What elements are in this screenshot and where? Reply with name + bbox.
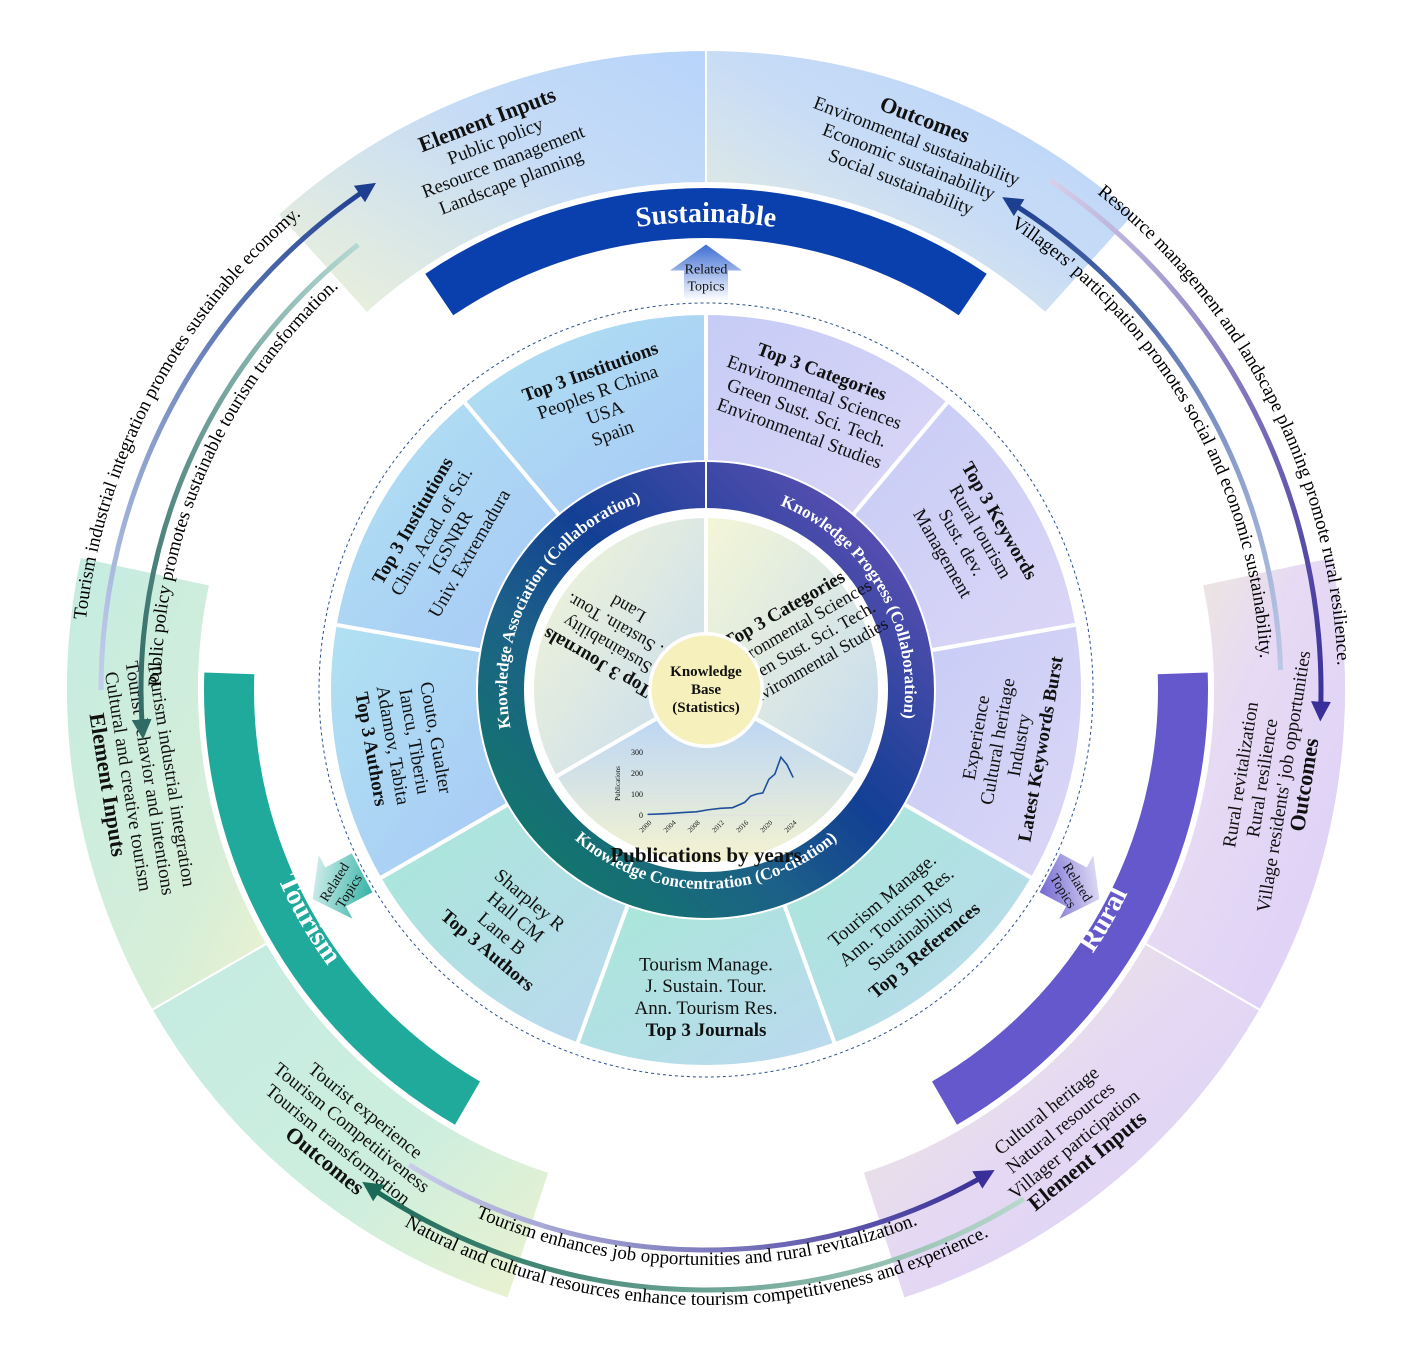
relation-arrow [131, 242, 360, 740]
relation-text: Tourism industrial integration promotes … [70, 203, 304, 621]
chart-title: Publications by years [610, 843, 801, 867]
outer-sector-journals: Tourism Manage.J. Sustain. Tour.Ann. Tou… [574, 901, 838, 1069]
rural-element-inputs-box [861, 942, 1262, 1300]
relation-arrow [1002, 197, 1284, 671]
inner-sector-chart: Publications by years [552, 715, 860, 867]
sustainable-theme-label: Sustainable [634, 198, 778, 234]
sector-item: Tourism Manage. [639, 954, 773, 975]
relation-arrow [362, 1181, 1026, 1293]
chart-data-point [762, 792, 764, 794]
sustainable-outcomes-box [705, 48, 1136, 315]
relation-text: Tourism enhances job opportunities and r… [473, 1202, 919, 1270]
center-label: Base [691, 682, 721, 698]
chart-ytick-label: 300 [631, 748, 643, 757]
sustainable-theme-label: Sustainable [634, 198, 778, 234]
sector-title: Top 3 Journals [646, 1020, 767, 1041]
relation-arrow [1048, 178, 1331, 722]
relation-text: Tourism industrial integration promotes … [70, 203, 304, 621]
chart-data-point [695, 811, 697, 813]
arrow-icon [1039, 853, 1100, 919]
outer-sector-references: Tourism Manage.Ann. Tourism Res.Sustaina… [781, 801, 1036, 1047]
relation-arrow [98, 182, 376, 691]
chart-data-point [750, 795, 752, 797]
chart-ylabel: Publications [614, 766, 622, 801]
center-circle [648, 632, 764, 748]
sector-item: Ann. Tourism Res. [635, 998, 778, 1019]
chart-ytick-label: 200 [631, 769, 643, 778]
related-topics-text: Topics [687, 280, 724, 295]
tourism-element-inputs-box [65, 555, 269, 1012]
sector-shape [460, 310, 708, 519]
arrow-icon [312, 853, 373, 919]
chart-data-point [731, 807, 734, 809]
chart-data-point [786, 764, 788, 766]
chart-ytick-label: 0 [639, 811, 643, 820]
sector-text: Tourism Manage.J. Sustain. Tour.Ann. Tou… [635, 954, 778, 1041]
chart-data-point [683, 811, 685, 814]
rural-theme-band [932, 672, 1208, 1125]
chart-data-point [744, 801, 746, 804]
tourism-theme-band [203, 672, 480, 1125]
chart-data-point [707, 809, 710, 811]
chart-data-point [780, 756, 782, 758]
rural-outcomes-box [1143, 555, 1347, 1012]
sustainable-theme-band [425, 187, 987, 316]
arrow-icon [670, 244, 742, 301]
chart-data-point [774, 773, 776, 775]
chart-data-point [659, 813, 661, 815]
sector-item: J. Sustain. Tour. [645, 976, 766, 997]
center-label: Knowledge [670, 664, 742, 680]
dashed-boundary [318, 302, 1094, 1078]
chart-data-point [756, 793, 758, 795]
chart-data-point [671, 812, 673, 814]
chart-ytick-label: 100 [631, 790, 643, 799]
related-topics-text: Related [685, 263, 728, 278]
relation-arrow [407, 1162, 995, 1253]
chart-data-point [768, 778, 770, 780]
relation-text: Tourism enhances job opportunities and r… [473, 1202, 919, 1270]
chart-data-point [792, 776, 794, 778]
chart-data-point [719, 807, 722, 809]
center-label: (Statistics) [672, 700, 740, 716]
chart-data-point [647, 813, 649, 815]
tourism-outcomes-box [150, 942, 551, 1300]
